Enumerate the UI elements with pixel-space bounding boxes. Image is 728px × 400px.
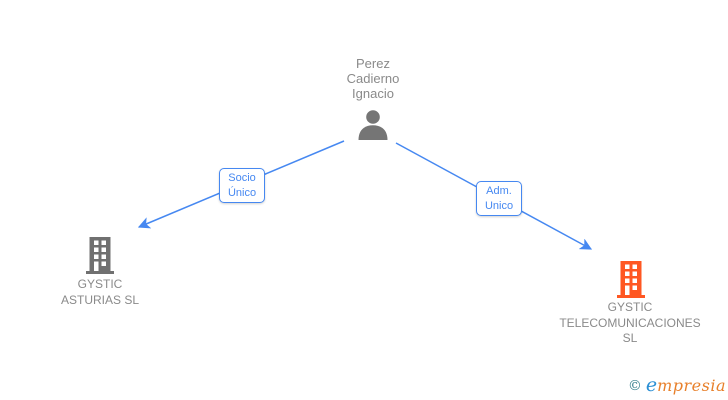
person-icon bbox=[358, 110, 388, 140]
person-node-label: Perez Cadierno Ignacio bbox=[346, 56, 400, 101]
copyright-icon: © bbox=[627, 378, 642, 394]
empresia-logo-initial: e bbox=[645, 374, 658, 396]
person-node[interactable] bbox=[356, 110, 390, 145]
company-node-label-gystic-telecomunicaciones: GYSTIC TELECOMUNICACIONES SL bbox=[559, 300, 701, 345]
company-node-gystic-telecomunicaciones[interactable] bbox=[617, 261, 645, 303]
edge-label-adm-unico: Adm. Unico bbox=[476, 181, 522, 216]
empresia-logo-text: mpresia bbox=[657, 376, 726, 395]
company-node-label-gystic-asturias: GYSTIC ASTURIAS SL bbox=[60, 277, 140, 307]
building-icon bbox=[86, 237, 114, 274]
edge-label-socio-unico: Socio Único bbox=[219, 168, 265, 203]
company-node-gystic-asturias[interactable] bbox=[86, 237, 114, 279]
empresia-watermark: ©empresia bbox=[628, 374, 726, 396]
building-icon bbox=[617, 261, 645, 298]
